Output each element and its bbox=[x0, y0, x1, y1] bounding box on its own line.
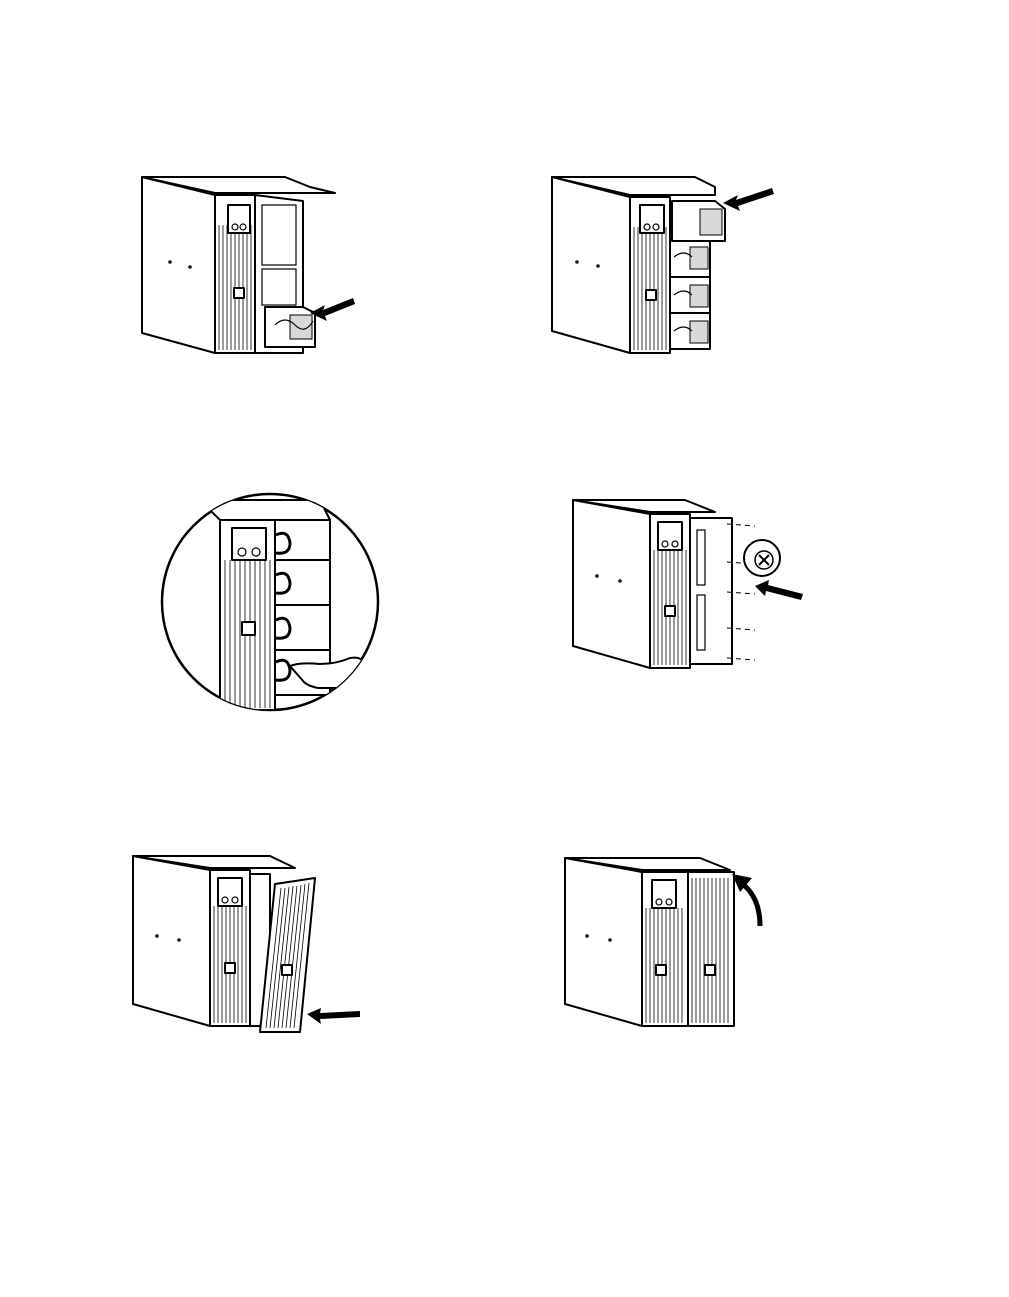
control-display bbox=[640, 205, 664, 233]
logo-square bbox=[225, 963, 235, 973]
side-hole-left bbox=[168, 260, 172, 264]
side-hole-left bbox=[585, 934, 589, 938]
logo-square bbox=[665, 606, 675, 616]
side-hole-right bbox=[177, 938, 181, 942]
control-display bbox=[218, 878, 242, 906]
ups-cabinet-illustration bbox=[560, 848, 790, 1038]
step-2-panel bbox=[540, 165, 800, 365]
bezel-logo-square bbox=[705, 965, 715, 975]
ups-cabinet-illustration bbox=[125, 848, 375, 1038]
cabinet-side bbox=[565, 858, 642, 1026]
cabinet-top bbox=[200, 500, 330, 520]
battery-connector bbox=[690, 285, 708, 307]
battery-connector bbox=[700, 209, 722, 235]
battery-connector bbox=[690, 247, 708, 269]
side-hole-right bbox=[596, 264, 600, 268]
logo-square bbox=[646, 290, 656, 300]
side-hole-right bbox=[188, 265, 192, 269]
control-display bbox=[232, 528, 266, 560]
arrow-left-icon bbox=[755, 580, 803, 600]
mounting-bracket bbox=[690, 518, 732, 664]
logo-square bbox=[234, 288, 244, 298]
step-4-panel bbox=[565, 490, 825, 680]
step-6-panel bbox=[560, 848, 790, 1038]
cabinet-side bbox=[142, 177, 215, 353]
side-hole-right bbox=[608, 938, 612, 942]
curved-arrow-icon bbox=[740, 882, 760, 926]
battery-connector bbox=[690, 321, 708, 343]
arrow-left-icon bbox=[310, 298, 355, 321]
arrow-left-icon bbox=[307, 1008, 360, 1024]
battery-row-2 bbox=[275, 560, 330, 605]
step-3-panel bbox=[160, 490, 385, 715]
side-hole-left bbox=[155, 934, 159, 938]
logo-square bbox=[242, 622, 255, 635]
bezel-logo-square bbox=[282, 965, 292, 975]
battery-row-3 bbox=[275, 605, 330, 650]
side-hole-left bbox=[575, 260, 579, 264]
side-hole-right bbox=[618, 579, 622, 583]
phillips-screw-icon bbox=[744, 540, 780, 576]
step-1-panel bbox=[125, 165, 365, 365]
logo-square bbox=[656, 965, 666, 975]
battery-bezel bbox=[688, 872, 734, 1026]
ups-cabinet-illustration bbox=[125, 165, 365, 365]
step-5-panel bbox=[125, 848, 375, 1038]
cabinet-side bbox=[552, 177, 630, 353]
arrow-left-icon bbox=[723, 188, 774, 211]
cabinet-side bbox=[133, 856, 210, 1026]
side-hole-left bbox=[595, 574, 599, 578]
ups-cabinet-illustration bbox=[540, 165, 800, 365]
ups-cabinet-illustration bbox=[565, 490, 825, 680]
control-display bbox=[652, 880, 676, 908]
control-display bbox=[228, 205, 250, 233]
control-display bbox=[658, 522, 682, 550]
cabinet-side bbox=[573, 500, 650, 668]
magnified-detail-illustration bbox=[160, 490, 385, 715]
